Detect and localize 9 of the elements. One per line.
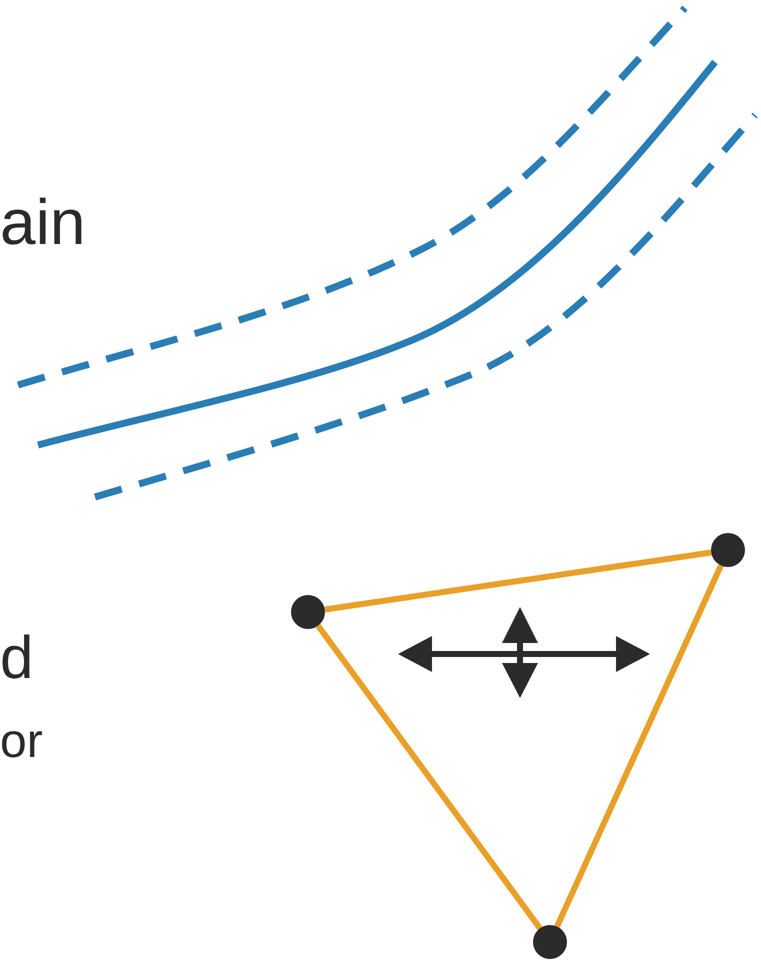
vertex-dot — [533, 925, 567, 959]
triangle-edge — [316, 624, 542, 930]
partial-text: d — [0, 628, 34, 688]
triangle-edge — [324, 550, 712, 612]
triangle-edge — [554, 564, 724, 928]
vertex-dot — [711, 533, 745, 567]
vertex-dot — [291, 595, 325, 629]
partial-text: or — [0, 718, 43, 766]
partial-text: ain — [0, 190, 86, 254]
